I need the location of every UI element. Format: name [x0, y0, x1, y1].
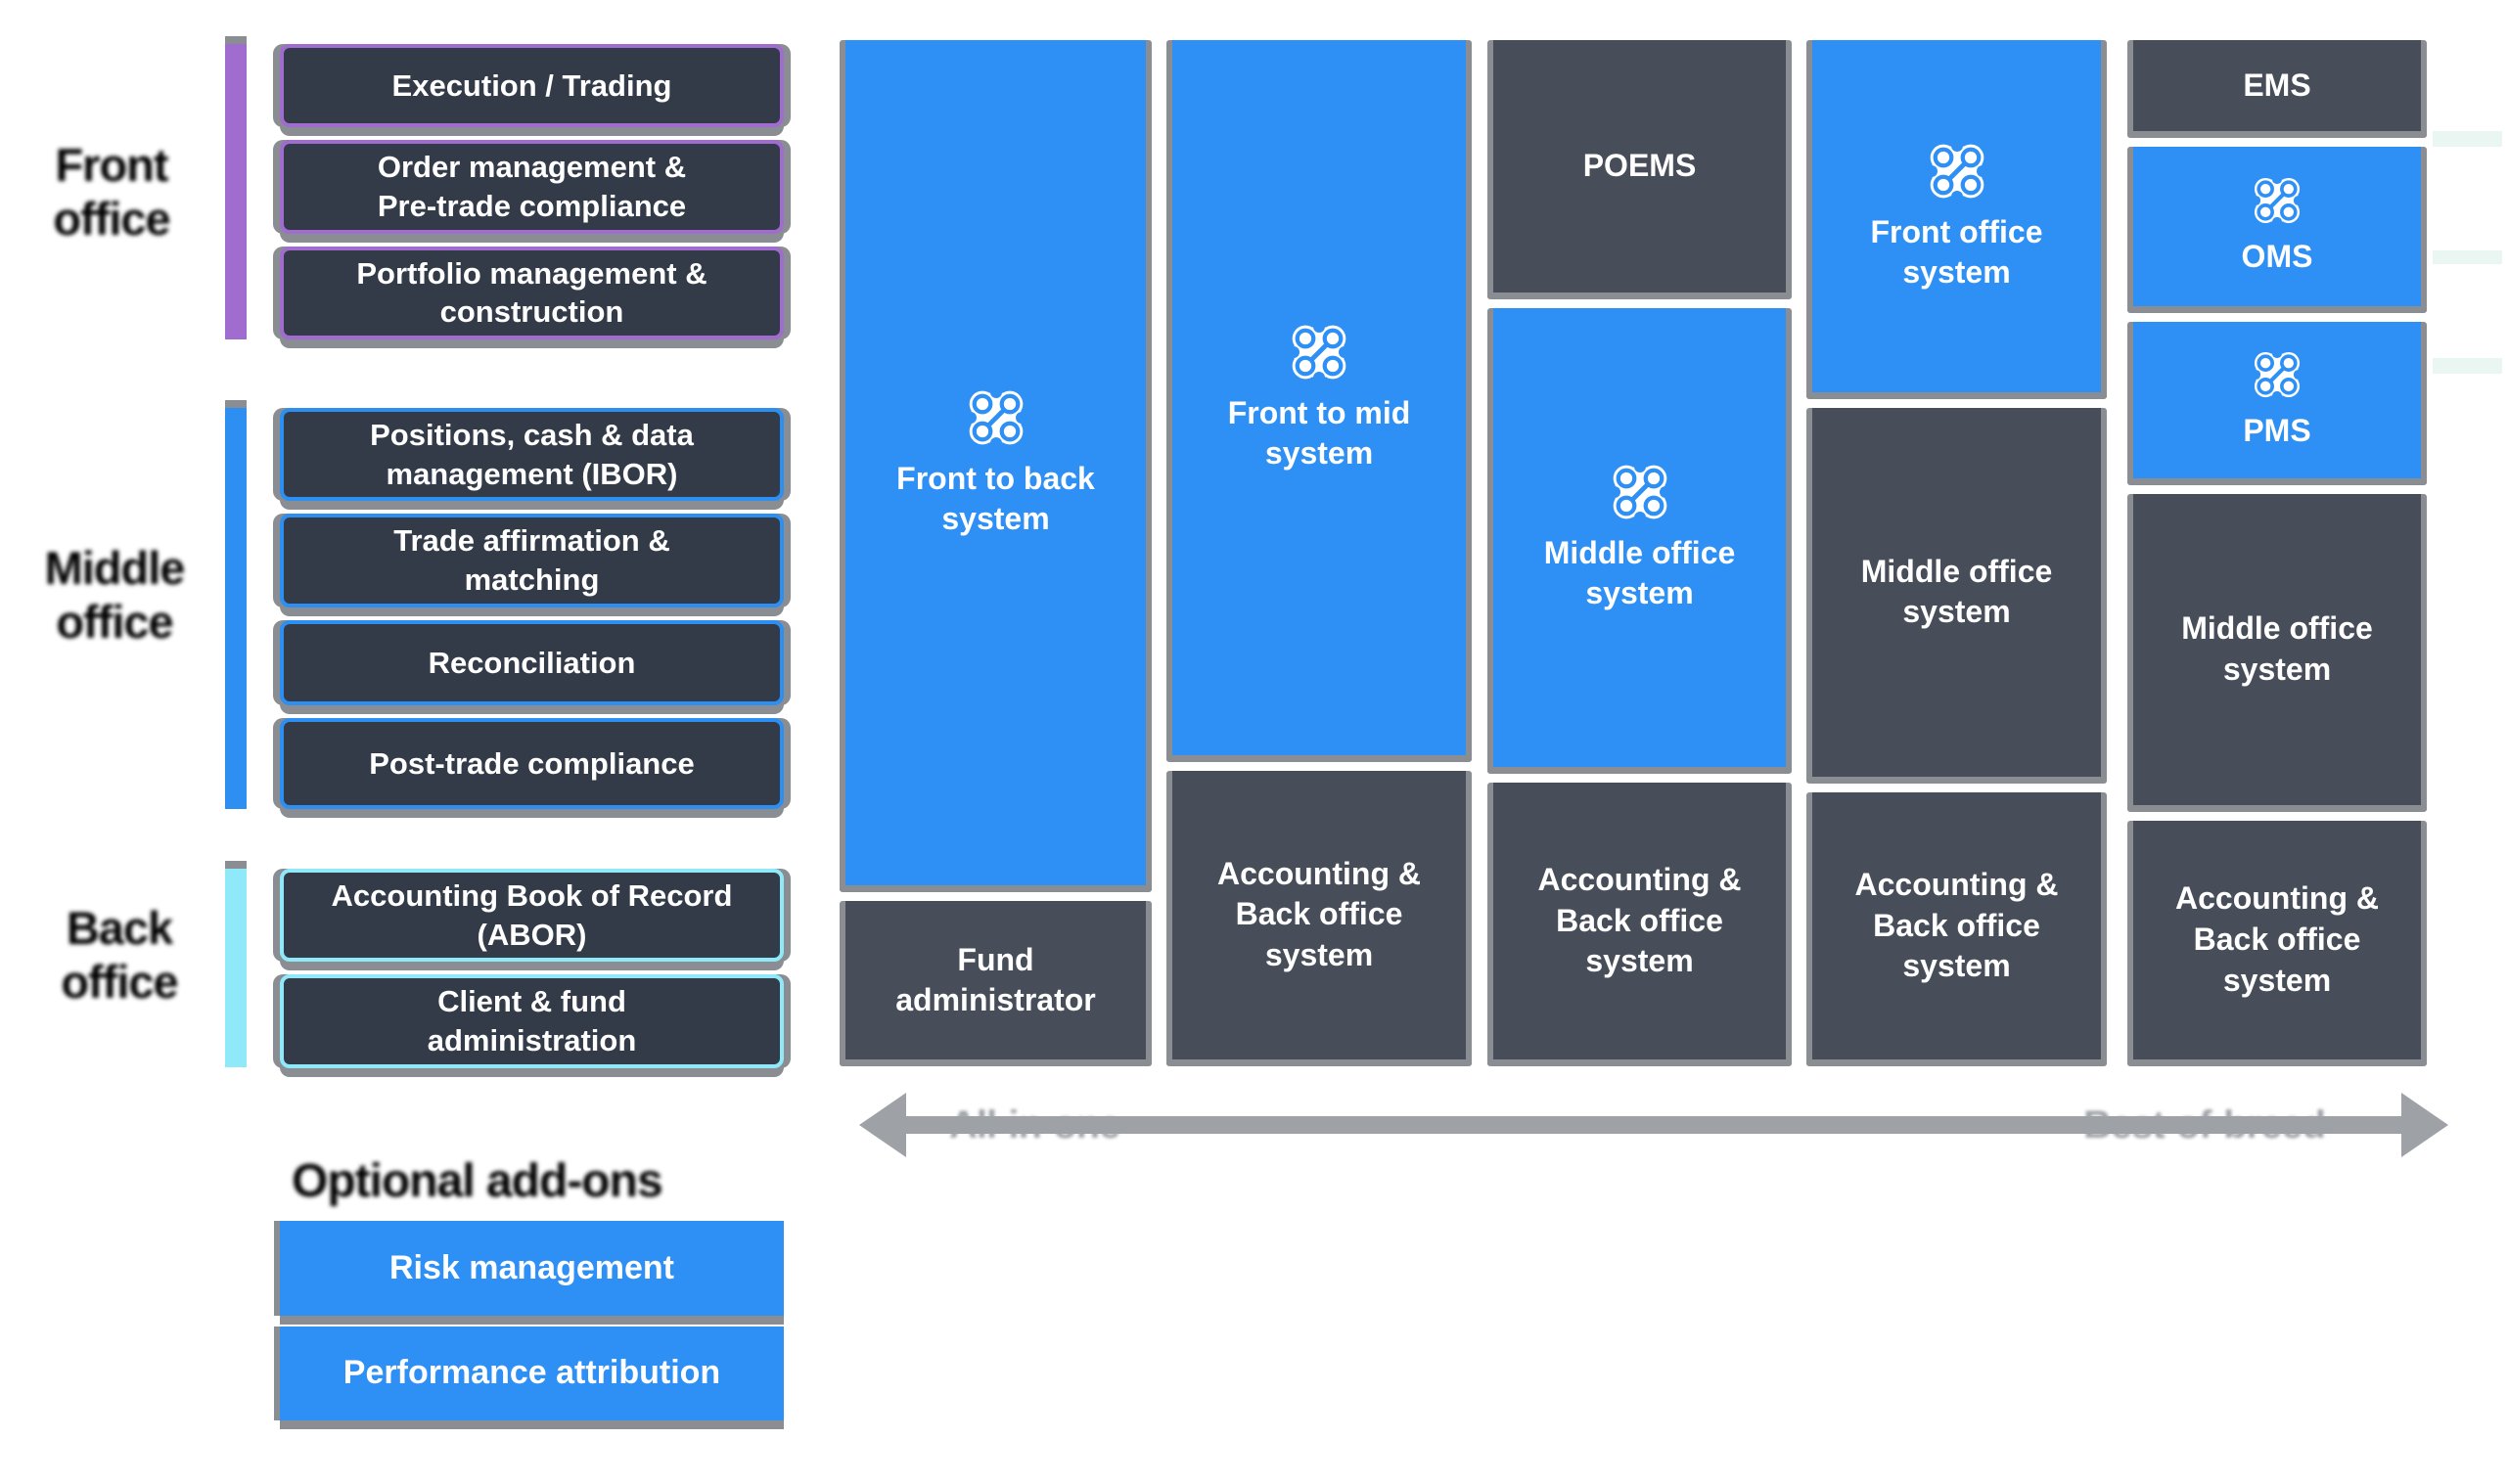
system-box: EMS	[2127, 40, 2427, 138]
addon-box: Performance attribution	[280, 1326, 784, 1420]
system-box: Front to mid system	[1166, 40, 1472, 762]
process-box: Trade affirmation & matching	[280, 514, 784, 607]
middle-office-bar	[225, 408, 247, 809]
integration-icon	[964, 385, 1027, 449]
spectrum-arrow: All-in-one Best-of-breed	[859, 1089, 2448, 1161]
system-box: POEMS	[1487, 40, 1792, 299]
addons-title: Optional add-ons	[292, 1155, 663, 1207]
system-box: Middle office system	[1487, 307, 1792, 775]
integration-icon	[2251, 347, 2303, 401]
front-office-bar	[225, 44, 247, 339]
process-box: Portfolio management & construction	[280, 246, 784, 339]
system-box: Accounting & Back office system	[1166, 770, 1472, 1066]
background-stripe	[2433, 131, 2502, 147]
integration-icon	[1925, 139, 1988, 202]
system-box: OMS	[2127, 146, 2427, 313]
addon-box: Risk management	[280, 1221, 784, 1316]
back-office-bar	[225, 869, 247, 1067]
process-box: Post-trade compliance	[280, 718, 784, 810]
process-box: Reconciliation	[280, 619, 784, 706]
arrow-line	[894, 1116, 2413, 1134]
system-box-label: PMS	[2243, 412, 2311, 448]
back-office-section: Accounting Book of Record (ABOR) Client &…	[225, 869, 784, 1068]
integration-icon	[1288, 320, 1350, 383]
process-box: Positions, cash & data management (IBOR)	[280, 408, 784, 502]
system-box-label: Middle office system	[2181, 610, 2373, 687]
system-box-label: Middle office system	[1860, 553, 2053, 630]
system-box-label: Middle office system	[1543, 534, 1736, 611]
background-stripe	[2433, 250, 2502, 264]
system-box: Front to back system	[840, 40, 1152, 893]
system-box-label: OMS	[2241, 239, 2313, 275]
process-box: Order management & Pre-trade compliance	[280, 140, 784, 234]
middle-office-section: Positions, cash & data management (IBOR)…	[225, 408, 784, 810]
arrow-label-best-of-breed: Best-of-breed	[2082, 1103, 2326, 1147]
system-box: Fund administrator	[840, 901, 1152, 1066]
system-box-label: Front office system	[1870, 213, 2043, 291]
system-box: Middle office system	[2127, 493, 2427, 812]
integration-icon	[964, 385, 1027, 449]
system-box-label: Accounting & Back office system	[1217, 855, 1421, 973]
background-stripe	[2433, 358, 2502, 374]
middle-office-label: Middle office	[44, 542, 186, 648]
integration-icon	[1288, 320, 1350, 383]
arrow-label-all-in-one: All-in-one	[949, 1103, 1120, 1147]
process-box: Accounting Book of Record (ABOR)	[280, 869, 784, 963]
system-box: Accounting & Back office system	[1487, 783, 1792, 1066]
system-box-label: Accounting & Back office system	[1537, 862, 1742, 979]
arrowhead-right-icon	[2401, 1093, 2448, 1157]
system-box: Front office system	[1806, 40, 2107, 400]
system-box-label: POEMS	[1582, 148, 1697, 184]
integration-icon	[1925, 139, 1988, 202]
middle-office-items: Positions, cash & data management (IBOR)…	[280, 408, 784, 810]
system-box: Accounting & Back office system	[2127, 820, 2427, 1066]
system-box-label: EMS	[2243, 67, 2311, 103]
integration-icon	[2251, 347, 2303, 401]
system-box-label: Front to back system	[896, 460, 1095, 537]
integration-icon	[2251, 174, 2303, 228]
back-office-label: Back office	[61, 902, 178, 1008]
process-box: Client & fund administration	[280, 974, 784, 1068]
system-box-label: Front to mid system	[1227, 394, 1411, 472]
integration-icon	[2251, 174, 2303, 228]
process-box: Execution / Trading	[280, 44, 784, 128]
integration-icon	[1608, 460, 1671, 523]
system-box: PMS	[2127, 321, 2427, 485]
system-box: Middle office system	[1806, 408, 2107, 784]
system-box: Accounting & Back office system	[1806, 791, 2107, 1066]
back-office-items: Accounting Book of Record (ABOR) Client &…	[280, 869, 784, 1068]
integration-icon	[1608, 460, 1671, 523]
system-box-label: Accounting & Back office system	[1854, 866, 2059, 984]
system-box-label: Fund administrator	[895, 941, 1096, 1018]
front-office-label: Front office	[53, 139, 170, 245]
system-box-label: Accounting & Back office system	[2175, 880, 2379, 998]
